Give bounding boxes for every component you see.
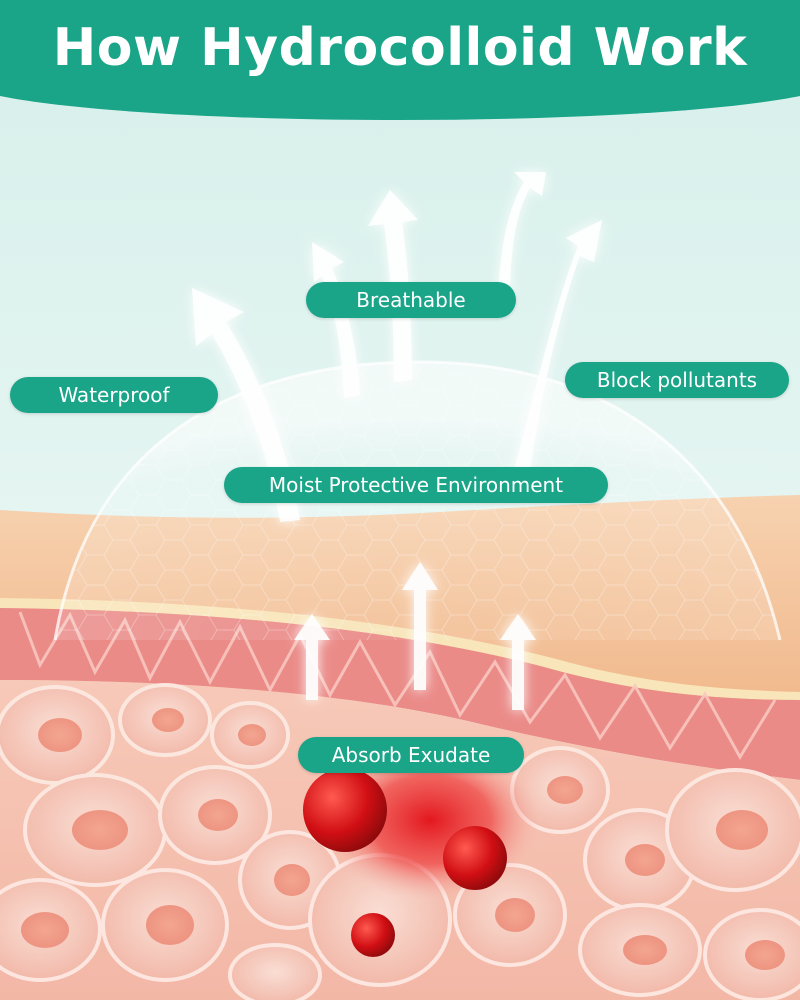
- label-breathable: Breathable: [306, 282, 516, 318]
- blood-cell-small: [351, 913, 395, 957]
- header-band: [0, 0, 800, 120]
- page-title: How Hydrocolloid Work: [52, 17, 748, 78]
- blood-cell-large: [303, 768, 387, 852]
- label-moist-protective-environment: Moist Protective Environment: [224, 467, 608, 503]
- label-block-pollutants: Block pollutants: [565, 362, 789, 398]
- label-absorb-exudate: Absorb Exudate: [298, 737, 524, 773]
- label-waterproof: Waterproof: [10, 377, 218, 413]
- blood-cell-medium: [443, 826, 507, 890]
- arrow-up-icon: [294, 562, 536, 710]
